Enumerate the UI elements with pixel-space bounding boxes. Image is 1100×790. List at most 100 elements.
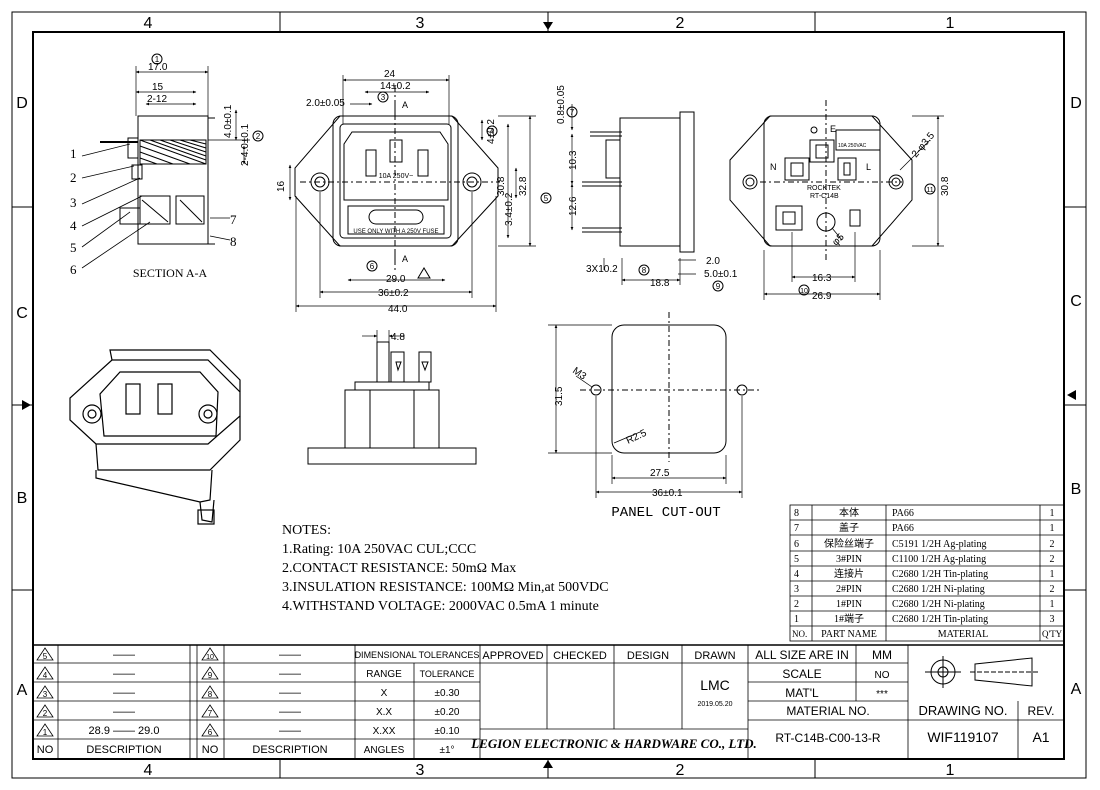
dim-17: 17.0 (148, 62, 168, 73)
svg-text:11: 11 (926, 187, 933, 194)
svg-text:2: 2 (256, 132, 261, 141)
dim-44: 44.0 (388, 304, 408, 315)
callout-number: 7 (230, 212, 237, 227)
section-dim-text: 17.0 15 2-12 4.0±0.1 2-4.0±0.1 (147, 62, 251, 166)
notes: NOTES: 1.Rating: 10A 250VAC CUL;CCC 2.CO… (282, 523, 609, 614)
front-rating: 10A 250V~ (379, 173, 413, 180)
panel-cutout (580, 312, 760, 462)
dim-26-9: 26.9 (812, 291, 832, 302)
approved-label: APPROVED (482, 650, 543, 662)
note-line: 1.Rating: 10A 250VAC CUL;CCC (282, 542, 476, 557)
svg-text:3: 3 (381, 93, 386, 102)
bom-qty: 3 (1050, 614, 1055, 625)
bom-material: C2680 1/2H Ni-plating (892, 599, 985, 610)
zone-col-label: 3 (416, 762, 425, 779)
tolerance-range: X (381, 688, 388, 699)
dim-16-3: 16.3 (812, 273, 832, 284)
earth-label: E (830, 124, 836, 134)
tolerance-title: DIMENSIONAL TOLERANCES (355, 650, 480, 660)
tolerance-value: ±0.10 (435, 726, 460, 737)
front-dims (288, 75, 536, 312)
brand-label: ROCKTEK (807, 185, 841, 192)
bom-table (789, 504, 1065, 642)
zone-col-label: 2 (676, 762, 685, 779)
zone-col-label: 1 (946, 15, 955, 32)
rear-marking: E N L 10A 250VAC ROCKTEK RT-C14B (770, 124, 871, 200)
scale-label: SCALE (782, 667, 821, 681)
bom-no: 2 (794, 599, 799, 610)
dim-4-02: 4±0.2 (486, 119, 497, 144)
bom-row: 8 本体 PA66 1 (794, 506, 1055, 519)
bom-no: 3 (794, 584, 799, 595)
dim-0-8: 0.8±0.05 (556, 85, 567, 124)
bom-material: PA66 (892, 523, 914, 534)
zone-row-label: A (1071, 681, 1082, 698)
zone-labels: 4 3 2 1 4 3 2 1 D C B A D C B A (16, 15, 1082, 779)
svg-text:7: 7 (570, 108, 575, 117)
bottom-dims (362, 330, 405, 342)
tolerance-value: ±0.30 (435, 688, 460, 699)
section-callout-leaders (81, 143, 231, 269)
svg-text:5: 5 (544, 194, 549, 203)
dim-15: 15 (152, 82, 164, 93)
svg-text:6: 6 (370, 262, 375, 271)
bom-qty: 1 (1050, 508, 1055, 519)
rev-no: 6 (208, 728, 213, 737)
dim-30-8b: 30.8 (940, 176, 951, 196)
material-no-label: MATERIAL NO. (786, 704, 869, 718)
panel-dim-text: 31.5 M3 R2.5 27.5 36±0.1 (554, 365, 683, 499)
tolerance-range-header: RANGE (366, 669, 402, 680)
bom-part: 连接片 (834, 567, 864, 580)
front-marking: 10A 250V~ USE ONLY WITH A 250V FUSE (353, 173, 438, 235)
rev-header-no: NO (37, 744, 54, 756)
dim-36: 36±0.2 (378, 288, 409, 299)
material-label: MAT'L (785, 686, 819, 700)
design-label: DESIGN (627, 650, 669, 662)
tolerance-value-header: TOLERANCE (420, 669, 475, 679)
section-marker-a: A (402, 254, 408, 264)
dim-r2-5: R2.5 (625, 428, 649, 447)
rear-balloons (798, 183, 936, 296)
drawing-no: WIF119107 (927, 729, 999, 745)
zone-col-label: 4 (144, 15, 153, 32)
callout-number: 6 (70, 262, 77, 277)
section-marker-a: A (402, 100, 408, 110)
rev-desc: —— (279, 668, 301, 680)
svg-text:4: 4 (490, 127, 495, 136)
notes-title: NOTES: (282, 523, 331, 538)
zone-row-label: D (1070, 95, 1082, 112)
revision-triangles (36, 647, 219, 737)
bom-cells: 8 本体 PA66 1 7 盖子 PA66 1 6 保险丝端子 C5191 1/… (792, 506, 1063, 640)
bom-qty: 2 (1050, 539, 1055, 550)
rev-header-no: NO (202, 744, 219, 756)
units: MM (872, 648, 892, 662)
title-info: ALL SIZE ARE IN MM SCALE NO MAT'L *** MA… (755, 648, 1054, 745)
bom-no: 4 (794, 569, 799, 580)
bom-no: 6 (794, 539, 799, 550)
dim-2-005: 2.0±0.05 (306, 98, 345, 109)
dim-29: 29.0 (386, 274, 406, 285)
dim-36-01: 36±0.1 (652, 488, 683, 499)
side-balloon-numbers: 789 (570, 108, 721, 291)
bom-no: 5 (794, 554, 799, 565)
front-balloons (366, 91, 552, 279)
zone-col-label: 2 (676, 15, 685, 32)
bom-part: 本体 (839, 506, 859, 519)
dim-14: 14±0.2 (380, 81, 411, 92)
isometric-view (69, 349, 241, 525)
callout-number: 3 (70, 195, 77, 210)
fuse-warning: USE ONLY WITH A 250V FUSE (353, 229, 438, 235)
rev-desc: 28.9 —— 29.0 (89, 725, 160, 737)
svg-text:8: 8 (642, 266, 647, 275)
tolerance-range: X.X (376, 707, 392, 718)
bom-no: 8 (794, 508, 799, 519)
svg-text:1: 1 (155, 55, 160, 64)
bom-part: 3#PIN (836, 554, 862, 565)
balloon-1: 1 (151, 53, 163, 65)
side-balloons (566, 106, 724, 292)
section-title: SECTION A-A (133, 266, 208, 280)
dim-31-5: 31.5 (554, 386, 565, 406)
bom-material: C2680 1/2H Ni-plating (892, 584, 985, 595)
dim-30-8: 30.8 (496, 176, 507, 196)
bom-header-part: PART NAME (821, 629, 877, 640)
